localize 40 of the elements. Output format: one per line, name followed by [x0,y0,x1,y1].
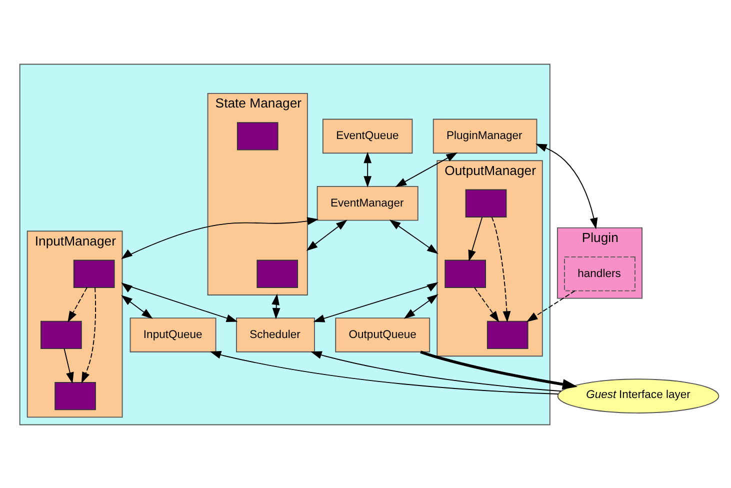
arrow [404,294,438,318]
node-box: handlers [564,256,636,291]
node-box [256,259,298,288]
arrow [536,143,598,229]
arrow [364,151,372,187]
arrow [210,350,559,394]
node-box: PluginManager [432,118,538,154]
cluster: InputManager [26,230,123,418]
cluster: State Manager [207,92,308,295]
arrow [272,293,280,319]
arrow [468,216,483,261]
node-box [236,122,278,150]
node-box: EventManager [316,186,418,220]
arrow [310,350,562,392]
cluster [19,63,550,425]
node-box: InputQueue [130,317,216,352]
arrow [121,294,153,318]
node-box [54,381,96,410]
arrow [491,216,511,322]
arrow [81,286,96,383]
node-box: OutputQueue [335,317,430,352]
arrow [395,152,458,187]
node-box [73,259,115,288]
arrow [121,216,319,259]
node-box [444,259,486,288]
node-box: EventQueue [322,118,413,154]
arrow [121,282,238,322]
arrow [313,282,438,322]
arrow [420,350,578,389]
node-box [40,320,82,349]
node-box: Scheduler [236,317,315,352]
arrow [68,286,88,322]
arrow [526,290,576,322]
arrow [389,219,438,254]
arrow [306,219,348,250]
arrow [474,286,500,322]
node-box [465,188,507,217]
arrow [64,348,74,384]
cluster: OutputManager [436,160,543,356]
node-box [486,320,528,349]
